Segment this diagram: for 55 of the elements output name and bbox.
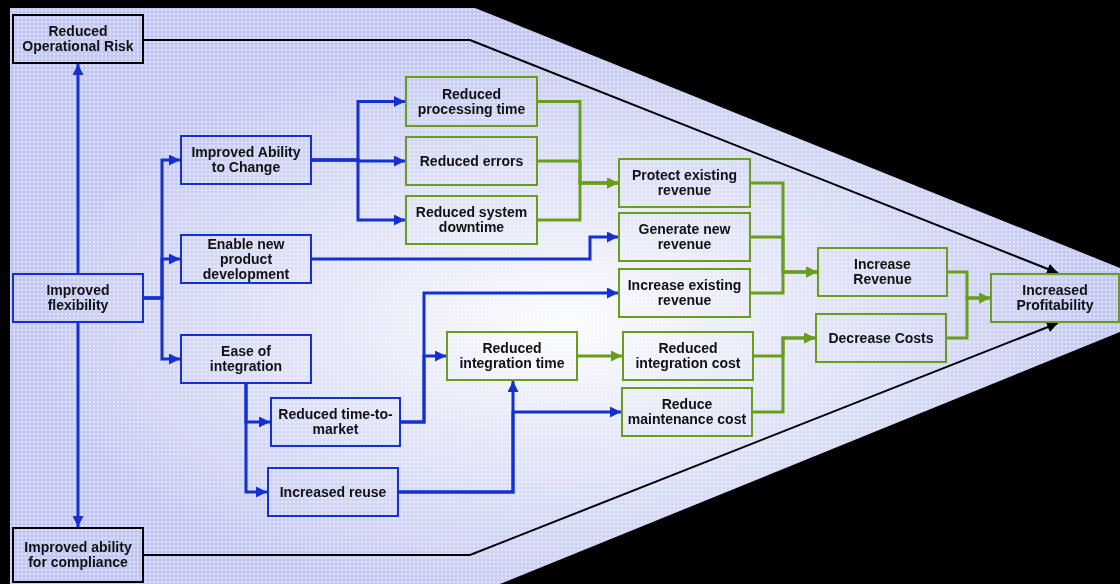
node-label: Reduced errors [419,153,524,169]
process-box [12,273,144,323]
node-label: Increased Profitability [1015,283,1095,313]
process-box [622,331,754,381]
process-box [621,387,753,437]
connector-arrow [143,39,1059,275]
process-box [267,467,399,517]
process-box [817,247,948,297]
process-box [180,334,312,384]
process-box [405,195,538,245]
node-label: Increased reuse [279,484,387,500]
node-label: Increase Revenue [852,257,913,287]
connector-arrow [312,158,405,226]
connector-arrow [312,231,618,261]
process-box [990,273,1120,323]
process-box [180,135,312,185]
node-label: Reduced time-to-market [277,407,394,437]
connector-arrow [578,350,622,362]
connector-arrow [72,323,84,527]
process-box [180,234,312,284]
connector-arrow [244,384,267,498]
node-label: Improved flexibility [45,283,111,313]
process-box [12,14,144,64]
connector-arrow [401,287,618,424]
node-label: Improved ability for compliance [23,540,133,570]
node-label: Enable new product development [201,236,291,282]
connector-arrow [753,332,815,414]
connector-arrow [72,64,84,273]
node-label: Generate new revenue [637,222,732,252]
process-box [618,158,751,208]
node-label: Reduced processing time [416,86,527,117]
node-label: Reduce maintenance cost [627,397,747,427]
connector-arrow [751,266,817,295]
process-box [815,313,947,363]
process-box [405,136,538,186]
node-label: Reduced Operational Risk [21,24,135,54]
node-label: Reduced system downtime [414,205,529,235]
node-label: Improved Ability to Change [190,145,302,175]
process-box [618,212,751,262]
connector-arrow [538,177,618,222]
node-label: Reduced integration cost [634,341,742,371]
process-box [405,76,538,127]
process-box [618,268,751,318]
node-label: Protect existing revenue [631,168,738,198]
process-box [446,331,578,381]
node-label: Ease of integration [208,344,284,374]
node-label: Decrease Costs [828,330,934,346]
connector-arrow [947,292,990,340]
connector-arrow [399,406,621,494]
process-box [270,397,401,447]
process-box [12,527,144,583]
connector-arrow [143,321,1059,556]
node-label: Reduced integration time [458,341,566,371]
connector-arrow [144,296,180,365]
node-label: Increase existing revenue [626,278,743,308]
